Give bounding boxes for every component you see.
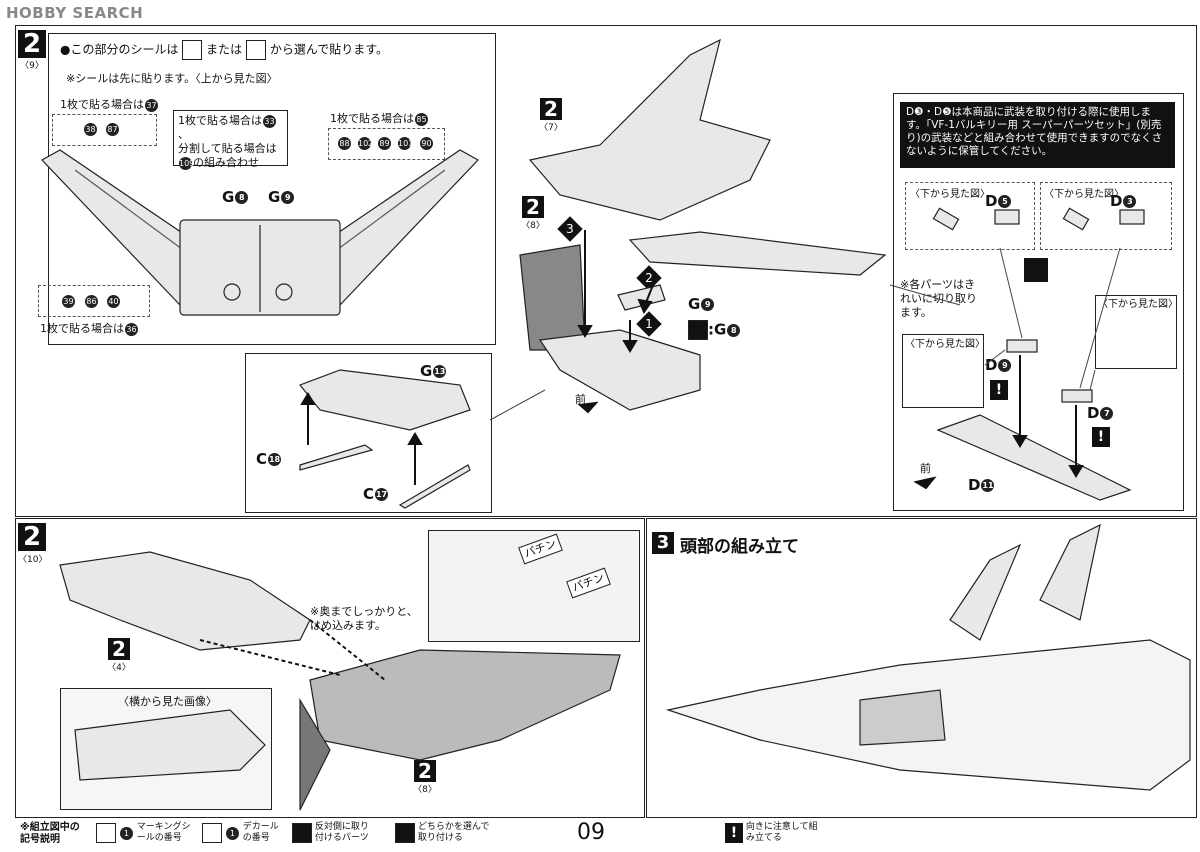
g9-joint (275, 283, 293, 301)
d3-part (1119, 209, 1145, 225)
right-front-label: 前 (920, 462, 931, 475)
d5-part-view (932, 207, 960, 231)
step-number-3: 3 (652, 532, 674, 554)
stickers-left-top: 38 87 (52, 114, 157, 146)
d3-box (1040, 182, 1172, 250)
step-sub-10: 〈10〉 (18, 555, 48, 565)
step-sub: 〈9〉 (20, 61, 44, 71)
d5-part (994, 209, 1020, 225)
lower-fuselage-part (538, 329, 701, 411)
stickers-right-top: 88 102 89 101 90 (328, 128, 445, 160)
rear-fin (299, 697, 331, 811)
head-fin-a (949, 543, 1022, 641)
marking-sticker-icon (182, 40, 203, 60)
front-arrow-right (913, 476, 937, 490)
opposite-side-icon (292, 823, 312, 843)
left-wing (41, 149, 201, 306)
ref-step-4: 2 (108, 638, 130, 660)
legend-marking: 1 マーキングシールの番号 (96, 822, 195, 844)
mid-front-label: 前 (575, 393, 586, 406)
view-c-box (902, 334, 984, 408)
ref-step-8: 2 (522, 196, 544, 218)
step-number-10: 2 (18, 523, 46, 551)
either-choice-icon (395, 823, 415, 843)
ref-step-7: 2 (540, 98, 562, 120)
d3-part-view (1062, 207, 1090, 231)
side-view-label: 〈横から見た画像〉 (118, 695, 217, 708)
wing-glove-part (628, 231, 887, 276)
view-bottom-c: 〈下から見た図〉 (905, 339, 985, 350)
decal-icon (202, 823, 222, 843)
legend-opposite: 反対側に取り付けるパーツ (292, 822, 375, 844)
step-number: 2 (18, 30, 46, 58)
warning-icon: ! (725, 823, 743, 843)
d3-d5-note: D❸・D❺は本商品に武装を取り付ける際に使用します。「VF-1バルキリー用 スー… (900, 102, 1175, 168)
inset-c18-part (299, 444, 374, 471)
g8-joint (223, 283, 241, 301)
right-wing (319, 149, 479, 306)
cut-note: ※各パーツはきれいに切り取ります。 (900, 278, 977, 319)
inset-g13-part (299, 369, 471, 431)
head-fin-b (1039, 523, 1101, 621)
d7-warning-icon: ! (1092, 427, 1110, 447)
fuselage-front (59, 551, 311, 651)
fuselage-rear (309, 649, 621, 761)
d7-part (1061, 389, 1093, 403)
legend-either: どちらかを選んで取り付ける (395, 822, 490, 844)
decal-icon (245, 40, 266, 60)
page-number: 09 (577, 820, 605, 845)
ref-step-7-sub: 〈7〉 (539, 123, 563, 133)
ref-step-8-sub: 〈8〉 (521, 221, 545, 231)
inset-c17-part (398, 464, 471, 509)
sticker-choice-note: ●この部分のシールは または から選んで貼ります。 (60, 40, 388, 60)
upper-fuselage-part (528, 38, 771, 221)
d11-part (936, 414, 1132, 501)
legend-title: ※組立図中の記号説明 (20, 822, 80, 845)
d9-part (1006, 339, 1038, 353)
view-bottom-d: 〈下から見た図〉 (1098, 299, 1178, 310)
legend-decal: 1 デカールの番号 (202, 822, 285, 844)
view-bottom-b: 〈下から見た図〉 (1044, 189, 1124, 200)
stickers-left-bottom: 39 86 40 (38, 285, 150, 317)
g9-part (617, 284, 666, 311)
ref-step-4-sub: 〈4〉 (107, 663, 131, 673)
ref-step-8b: 2 (414, 760, 436, 782)
fit-note: ※奥までしっかりと、はめ込みます。 (310, 605, 418, 632)
head-assembly-title: 頭部の組み立て (680, 537, 799, 557)
opposite-side-icon (688, 320, 708, 340)
view-bottom-a: 〈下から見た図〉 (910, 189, 990, 200)
tail-fin (519, 244, 586, 351)
cockpit-area (859, 689, 946, 746)
ref-step-8b-sub: 〈8〉 (413, 785, 437, 795)
sticker-first-note: ※シールは先に貼ります。〈上から見た図〉 (66, 72, 278, 85)
marking-sticker-icon (96, 823, 116, 843)
d9-warning-icon: ! (990, 380, 1008, 400)
legend-direction: ! 向きに注意して組み立てる (725, 822, 818, 844)
d5-box (905, 182, 1035, 250)
front-arrow-mid (577, 401, 599, 414)
either-choice-icon (1024, 258, 1048, 282)
side-view-body (74, 709, 266, 781)
site-logo: HOBBY SEARCH (6, 4, 144, 22)
